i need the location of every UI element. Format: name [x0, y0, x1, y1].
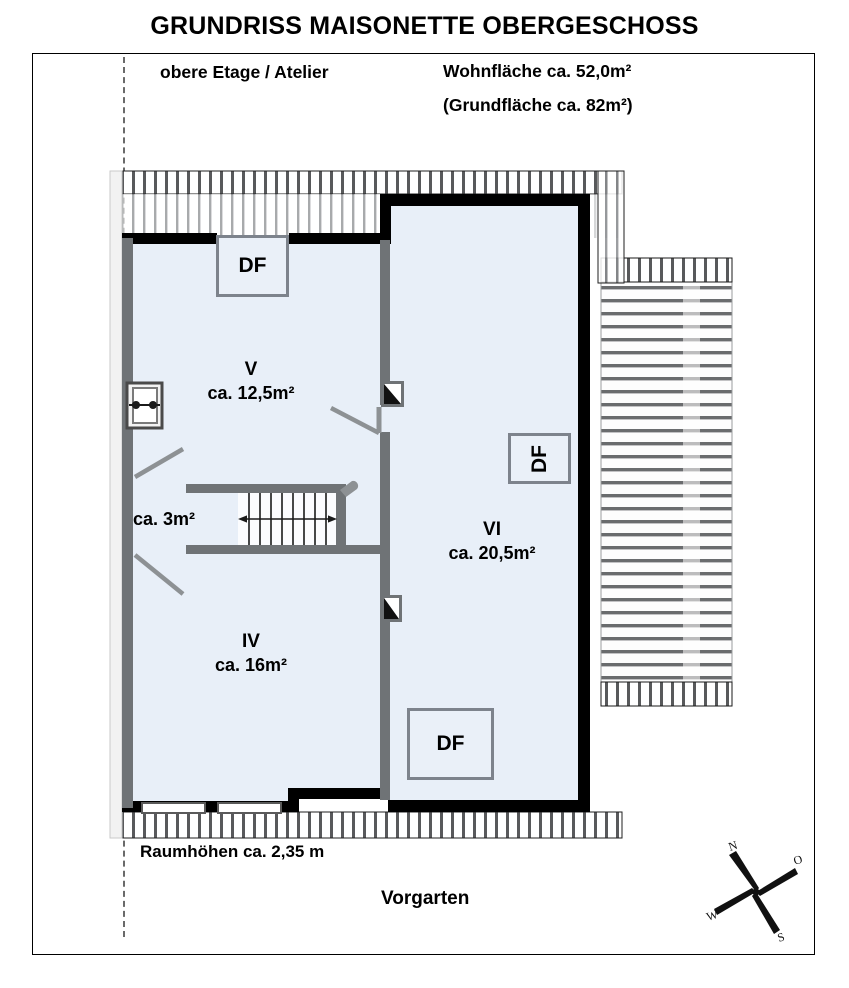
room-height-label: Raumhöhen ca. 2,35 m	[140, 842, 325, 861]
compass-west-label: W	[705, 907, 721, 924]
room-number-vi: VI	[483, 519, 501, 540]
room-number-v: V	[244, 359, 258, 380]
room-area-v: ca. 12,5m²	[207, 382, 295, 403]
floor-designation-label: obere Etage / Atelier	[160, 62, 329, 82]
room-label-v: V ca. 12,5m²	[186, 358, 316, 404]
room-number-iv: IV	[242, 631, 260, 652]
roof-window-df-right: DF	[508, 433, 571, 484]
df-label-3: DF	[436, 732, 465, 755]
df-label-1: DF	[238, 254, 267, 277]
plan-frame	[32, 53, 815, 955]
room-label-hall: ca. 3m²	[133, 508, 243, 531]
property-boundary-line	[123, 57, 125, 937]
compass-rose: N O S W	[700, 838, 812, 946]
room-area-hall: ca. 3m²	[133, 509, 196, 529]
room-label-iv: IV ca. 16m²	[186, 630, 316, 676]
roof-window-df-bottom: DF	[407, 708, 494, 780]
compass-east-label: O	[792, 852, 805, 868]
room-label-vi: VI ca. 20,5m²	[412, 518, 572, 564]
front-garden-label: Vorgarten	[381, 888, 470, 909]
base-area-label: (Grundfläche ca. 82m²)	[443, 95, 633, 115]
compass-north-label: N	[727, 838, 740, 854]
living-area-label: Wohnfläche ca. 52,0m²	[443, 61, 632, 81]
roof-window-df-top-left: DF	[216, 235, 289, 297]
room-area-iv: ca. 16m²	[214, 654, 288, 675]
page-title: GRUNDRISS MAISONETTE OBERGESCHOSS	[150, 12, 699, 40]
room-area-vi: ca. 20,5m²	[448, 542, 536, 563]
df-label-2: DF	[527, 444, 551, 473]
compass-south-label: S	[776, 929, 787, 944]
